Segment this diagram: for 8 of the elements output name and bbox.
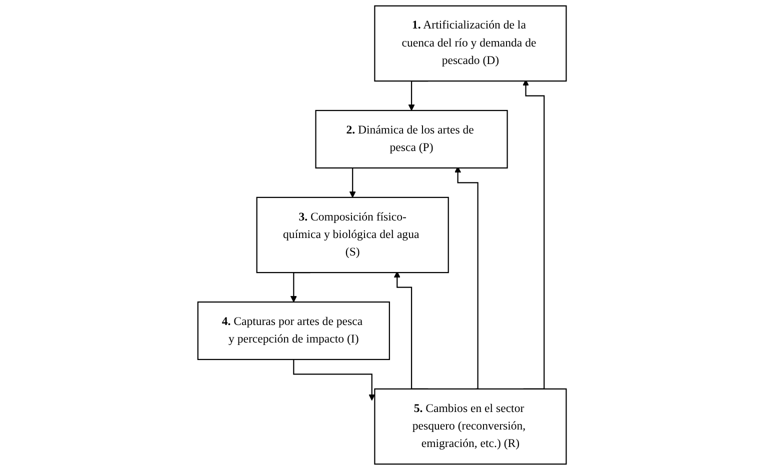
arrow (294, 358, 376, 401)
node-box: 3. Composición físico-química y biológica del agua (S) (256, 196, 450, 274)
node-box: 4. Capturas por artes de pesca y percepción de impacto (I) (198, 301, 390, 360)
node-box: 2. Dinámica de los artes de pesca (P) (316, 110, 508, 168)
arrow (455, 166, 479, 390)
node-box: 5. Cambios en el sector pesquero (reconversión, emigración, etc.) (R) (374, 388, 568, 465)
node-box: 1. Artificialización de la cuenca del río y demanda de pescado (D) (374, 5, 568, 82)
arrow (522, 80, 546, 390)
